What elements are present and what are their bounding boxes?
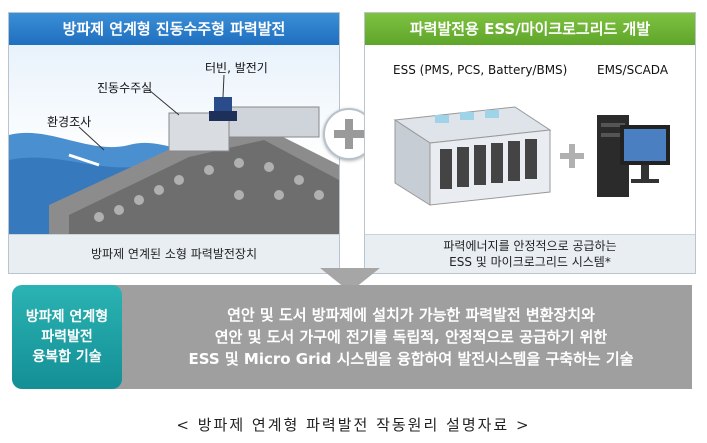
tech-title-box: 방파제 연계형 파력발전 융복합 기술	[12, 285, 122, 389]
owc-label: 진동수주실	[97, 81, 153, 95]
ess-container-icon	[393, 106, 552, 206]
breakwater-illustration: 터빈, 발전기 진동수주실 환경조사	[9, 45, 339, 235]
ess-panel-footer: 파력에너지를 안정적으로 공급하는 ESS 및 마이크로그리드 시스템*	[365, 234, 695, 273]
tech-box-line-2: 파력발전	[41, 329, 93, 345]
ess-panel-title: 파력발전용 ESS/마이크로그리드 개발	[365, 13, 695, 45]
turbine-pointer	[222, 74, 225, 98]
breakwater-panel-title: 방파제 연계형 진동수주형 파력발전	[9, 13, 339, 45]
tech-desc-line-1: 연안 및 도서 방파제에 설치가 가능한 파력발전 변환장치와	[227, 306, 595, 324]
figure-caption: < 방파제 연계형 파력발전 작동원리 설명자료 >	[176, 416, 531, 434]
survey-pointer	[78, 126, 105, 151]
ess-svg	[393, 106, 670, 206]
tech-box-line-3: 융복합 기술	[32, 349, 102, 365]
tech-box-line-1: 방파제 연계형	[25, 309, 109, 325]
ess-label: ESS (PMS, PCS, Battery/BMS)	[393, 63, 568, 77]
breakwater-panel-footer: 방파제 연계된 소형 파력발전장치	[9, 234, 339, 273]
rubble-stones	[94, 158, 324, 222]
breakwater-svg	[9, 74, 339, 235]
tech-description: 연안 및 도서 방파제에 설치가 가능한 파력발전 변환장치와 연안 및 도서 …	[110, 285, 692, 389]
owc-pointer	[148, 89, 180, 116]
ess-microgrid-panel: 파력발전용 ESS/마이크로그리드 개발 ESS (PMS, PCS, Batt…	[364, 12, 696, 274]
wave-arrow	[68, 153, 100, 167]
turbine-generator-label: 터빈, 발전기	[205, 61, 268, 75]
generator-base	[209, 111, 237, 121]
breakwater-wave-panel: 방파제 연계형 진동수주형 파력발전	[8, 12, 340, 274]
environment-survey-label: 환경조사	[47, 115, 92, 129]
caisson-top	[228, 106, 320, 138]
ems-scada-icon	[597, 115, 670, 197]
ess-footer-line-2: ESS 및 마이크로그리드 시스템*	[449, 255, 611, 269]
small-plus-icon	[560, 144, 584, 168]
ems-scada-label: EMS/SCADA	[597, 63, 669, 77]
tech-desc-line-2: 연안 및 도서 가구에 전기를 독립적, 안정적으로 공급하기 위한	[214, 328, 608, 346]
ess-illustration: ESS (PMS, PCS, Battery/BMS) EMS/SCADA	[365, 45, 695, 235]
tech-desc-line-3: ESS 및 Micro Grid 시스템을 융합하여 발전시스템을 구축하는 기…	[188, 350, 634, 368]
ess-footer-line-1: 파력에너지를 안정적으로 공급하는	[443, 239, 617, 253]
